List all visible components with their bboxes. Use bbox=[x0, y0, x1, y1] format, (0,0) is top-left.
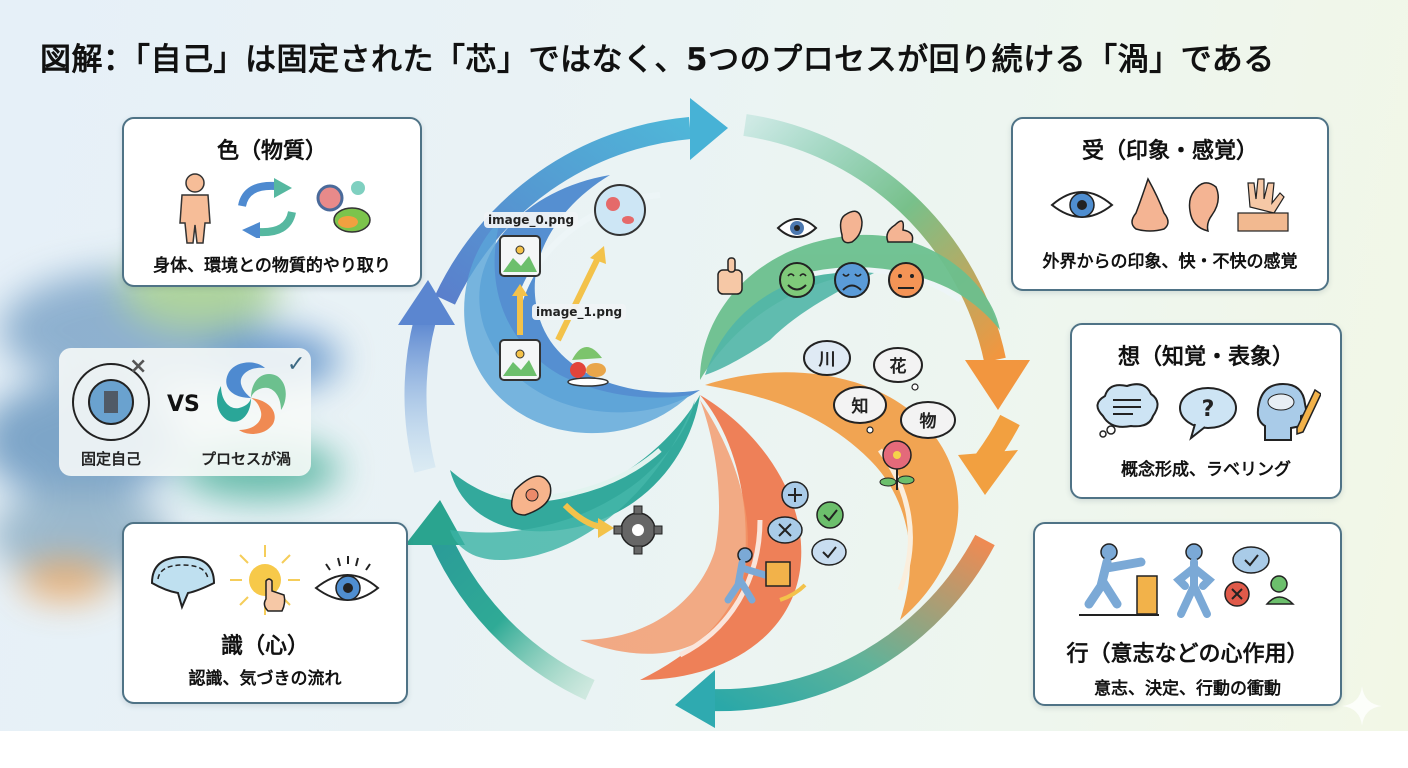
arrowhead-right bbox=[958, 450, 1018, 495]
card-samjna-heading: 想（知覚・表象） bbox=[1117, 345, 1294, 370]
card-samjna-description: 概念形成、ラベリング bbox=[1121, 460, 1291, 480]
process-vortex: 川 花 知 物 bbox=[398, 98, 1030, 728]
card-vedana: 受（印象・感覚） 外界からの印象、快・不快の感覚 bbox=[1011, 117, 1329, 291]
exchange-cycle-icon bbox=[238, 178, 296, 238]
card-samskara: 行（意志などの心作用） 意志、決定、行動の衝動 bbox=[1033, 522, 1342, 706]
cross-mark-icon: × bbox=[129, 354, 148, 379]
gear-icon bbox=[613, 505, 663, 555]
fixed-self-label: 固定自己 bbox=[81, 450, 142, 468]
sun-touch-icon bbox=[230, 545, 300, 615]
sparkle-icon bbox=[1342, 686, 1382, 726]
eye-icon bbox=[1050, 191, 1114, 218]
ear-icon bbox=[1188, 182, 1219, 233]
neutral-face-icon bbox=[888, 262, 924, 298]
question-bubble-icon: ? bbox=[1179, 387, 1237, 441]
file-label-image-0: image_0.png bbox=[484, 212, 579, 228]
process-vortex-label: プロセスが渦 bbox=[201, 450, 292, 468]
concept-text-river: 川 bbox=[818, 350, 836, 370]
arrowhead-bottom-left bbox=[405, 500, 465, 545]
cycle-arrow-top-right bbox=[743, 114, 1006, 363]
diagram-canvas: 図解：「自己」は固定された「芯」ではなく、5つのプロセスが回り続ける「渦」である bbox=[0, 0, 1408, 731]
check-circle-icon bbox=[816, 501, 844, 529]
thought-cloud-icon bbox=[1096, 383, 1159, 438]
nose-icon bbox=[1131, 177, 1169, 232]
concept-bubble-thing: 物 bbox=[900, 401, 956, 439]
microbe-plate-icon bbox=[594, 184, 646, 236]
swirl-arm-teal bbox=[450, 395, 700, 532]
vs-label: VS bbox=[167, 392, 200, 417]
thumbs-up-icon bbox=[717, 257, 743, 295]
swirl-arm-coral bbox=[640, 395, 802, 680]
cycle-arrow-bottom-right bbox=[709, 534, 995, 712]
head-pencil-icon bbox=[1256, 382, 1321, 441]
concept-bubble-knowledge: 知 bbox=[833, 386, 887, 434]
image-file-icon-0 bbox=[499, 235, 541, 277]
card-rupa-heading: 色（物質） bbox=[216, 139, 327, 164]
card-vijnana-heading: 識（心） bbox=[220, 634, 309, 659]
card-vijnana: 識（心） 認識、気づきの流れ bbox=[122, 522, 408, 704]
arrowhead-top bbox=[690, 98, 728, 160]
happy-face-icon bbox=[779, 262, 815, 298]
cycle-arrow-top bbox=[435, 117, 691, 305]
human-body-icon bbox=[179, 173, 211, 244]
pushing-person-box-icon bbox=[1078, 543, 1159, 616]
swirl-arm-green bbox=[700, 234, 1000, 380]
plus-circle-icon bbox=[781, 481, 809, 509]
concept-bubble-river: 川 bbox=[803, 340, 851, 376]
cells-food-icon bbox=[316, 181, 371, 233]
arrowhead-top-right bbox=[965, 360, 1030, 410]
concept-text-thing: 物 bbox=[920, 411, 937, 432]
fixed-self-core-icon bbox=[72, 363, 150, 441]
eye-icon bbox=[314, 556, 380, 601]
cross-bubble-icon bbox=[767, 516, 803, 544]
flower-icon bbox=[879, 440, 915, 490]
cycle-arrow-left bbox=[404, 317, 436, 473]
card-vijnana-description: 認識、気づきの流れ bbox=[188, 669, 342, 689]
touch-skin-icon bbox=[1237, 178, 1289, 232]
mind-bubble-icon bbox=[150, 555, 216, 610]
cycle-arrow-bottom-left bbox=[424, 521, 595, 700]
card-samskara-description: 意志、決定、行動の衝動 bbox=[1094, 679, 1281, 699]
comparison-box: × VS ✓ 固定自己 プロセスが渦 bbox=[59, 348, 311, 476]
concept-bubble-flower: 花 bbox=[873, 347, 923, 391]
swirl-arm-orange bbox=[705, 372, 959, 620]
arrowhead-left bbox=[398, 280, 455, 325]
walking-person-box-icon bbox=[724, 547, 807, 604]
check-mark-icon: ✓ bbox=[287, 352, 306, 377]
nose-icon bbox=[886, 220, 914, 243]
standing-person-icon bbox=[1172, 543, 1215, 618]
ear-icon bbox=[839, 210, 863, 244]
card-rupa: 色（物質） 身体、環境との物質的やり取り bbox=[122, 117, 422, 287]
card-samjna: 想（知覚・表象） ? 概念形成、ラベリング bbox=[1070, 323, 1342, 499]
arrowhead-bottom-right bbox=[675, 670, 715, 728]
card-samskara-heading: 行（意志などの心作用） bbox=[1066, 642, 1309, 667]
sad-face-icon bbox=[834, 262, 870, 298]
process-vortex-icon bbox=[217, 362, 286, 434]
concept-text-flower: 花 bbox=[890, 356, 907, 377]
svg-text:?: ? bbox=[1202, 397, 1215, 422]
cell-organism-icon bbox=[510, 475, 552, 516]
image-file-icon-1 bbox=[499, 339, 541, 381]
food-plate-icon bbox=[567, 346, 609, 387]
concept-text-knowledge: 知 bbox=[851, 396, 869, 417]
file-label-image-1: image_1.png bbox=[532, 304, 627, 320]
page-title: 図解：「自己」は固定された「芯」ではなく、5つのプロセスが回り続ける「渦」である bbox=[40, 42, 1275, 78]
card-rupa-description: 身体、環境との物質的やり取り bbox=[153, 256, 391, 276]
eye-icon bbox=[776, 218, 818, 238]
decision-icons bbox=[1223, 546, 1295, 607]
card-vedana-description: 外界からの印象、快・不快の感覚 bbox=[1042, 252, 1298, 272]
double-arrow-icon bbox=[555, 256, 601, 342]
card-vedana-heading: 受（印象・感覚） bbox=[1081, 139, 1258, 164]
check-bubble-icon bbox=[811, 538, 847, 566]
